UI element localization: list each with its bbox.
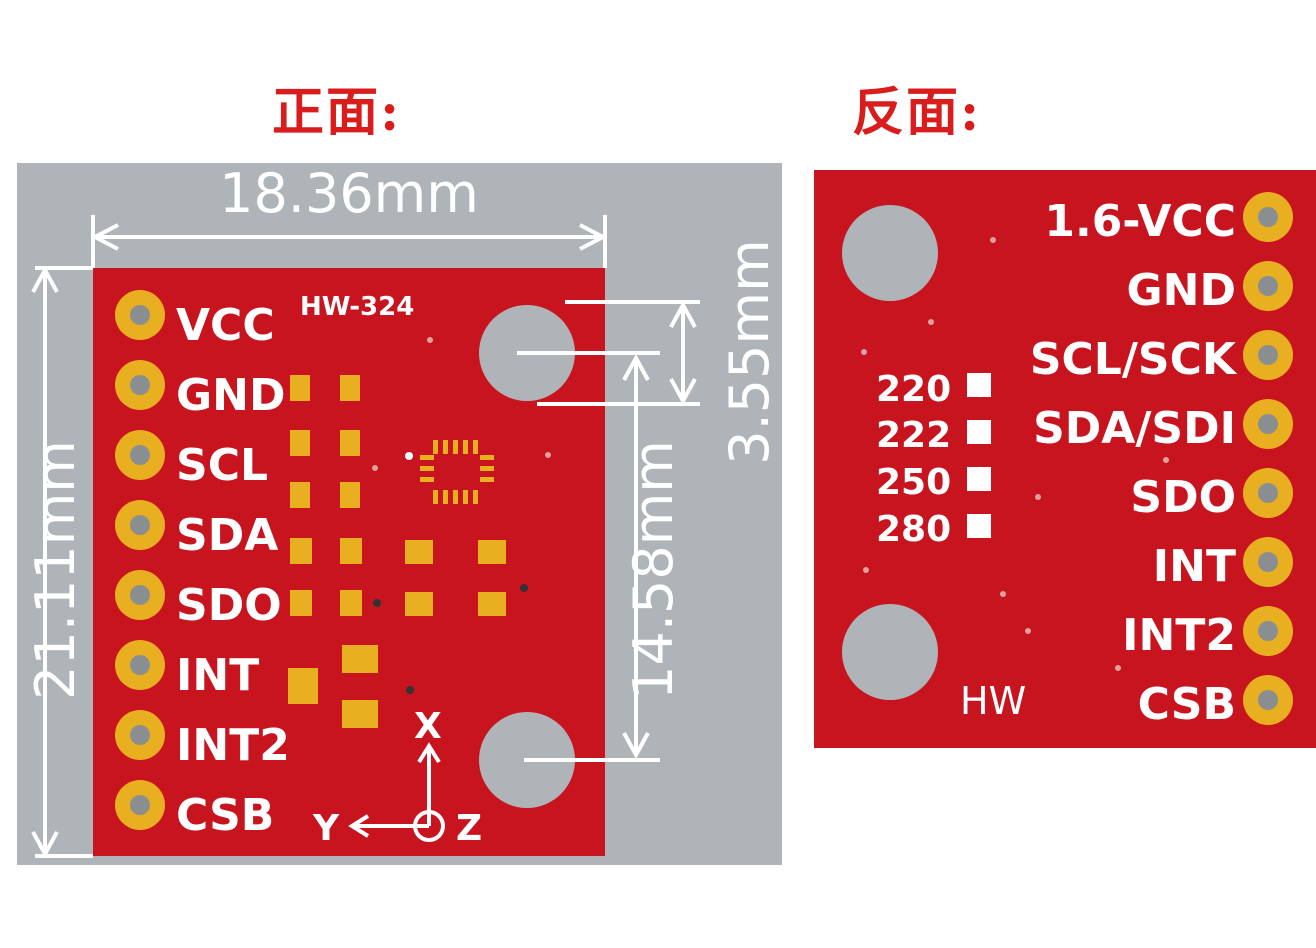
back-pin-label-scl: SCL/SCK — [1030, 334, 1238, 385]
front-pin-label-sda: SDA — [176, 510, 278, 561]
dimension-height: 21.11mm — [24, 440, 87, 700]
front-pin-label-gnd: GND — [176, 370, 285, 421]
front-pin-label-int: INT — [176, 650, 259, 701]
front-pin-label-csb: CSB — [176, 790, 274, 841]
back-side-title: 反面: — [852, 82, 982, 143]
dimension-lines — [31, 215, 700, 859]
variant-label-280: 280 — [876, 509, 951, 550]
back-header-pad-hole — [1258, 345, 1278, 365]
dimension-width: 18.36mm — [219, 162, 479, 225]
front-header-pad-hole — [130, 585, 150, 605]
vias — [372, 237, 1169, 694]
axis-label-y: Y — [312, 808, 340, 849]
back-pin-label-gnd: GND — [1127, 265, 1236, 316]
front-header-pad-hole — [130, 515, 150, 535]
back-logo-text: HW — [960, 679, 1026, 723]
sensor-chip-footprint — [420, 440, 494, 504]
front-pin-label-int2: INT2 — [176, 720, 290, 771]
back-pin-label-vcc: 1.6-VCC — [1044, 196, 1236, 247]
back-pin-label-sda: SDA/SDI — [1033, 403, 1236, 454]
front-header-pad-hole — [130, 795, 150, 815]
front-side-title: 正面: — [272, 82, 402, 143]
back-pin-label-int: INT — [1153, 541, 1236, 592]
axis-label-x: X — [414, 706, 442, 747]
front-header-pad-hole — [130, 655, 150, 675]
axis-symbol — [348, 742, 445, 842]
smd-pads — [288, 375, 506, 728]
back-header-pad-hole — [1258, 276, 1278, 296]
back-header-pad-hole — [1258, 552, 1278, 572]
variant-select-boxes — [967, 373, 991, 538]
back-header-pad-hole — [1258, 690, 1278, 710]
back-pin-label-sdo: SDO — [1130, 472, 1236, 523]
variant-label-250: 250 — [876, 462, 951, 503]
back-pin-label-int2: INT2 — [1122, 610, 1236, 661]
variant-label-222: 222 — [876, 415, 951, 456]
back-mounting-hole-top — [842, 205, 938, 301]
front-pin-label-scl: SCL — [176, 440, 268, 491]
dimension-hole-diameter: 3.55mm — [718, 239, 781, 464]
variant-label-220: 220 — [876, 369, 951, 410]
pin1-marker-dot — [405, 452, 413, 460]
back-pin-label-csb: CSB — [1138, 679, 1236, 730]
front-header-pad-hole — [130, 725, 150, 745]
board-model-label: HW-324 — [300, 292, 414, 322]
back-header-pad-hole — [1258, 483, 1278, 503]
axis-label-z: Z — [456, 808, 482, 849]
back-mounting-hole-bottom — [842, 604, 938, 700]
dimension-hole-spacing: 14.58mm — [622, 440, 685, 700]
front-pin-label-sdo: SDO — [176, 580, 282, 631]
back-header-pad-hole — [1258, 414, 1278, 434]
front-header-pad-hole — [130, 375, 150, 395]
front-header-pad-hole — [130, 305, 150, 325]
back-header-pad-hole — [1258, 621, 1278, 641]
front-pin-label-vcc: VCC — [176, 300, 275, 351]
back-header-pad-hole — [1258, 207, 1278, 227]
front-header-pad-hole — [130, 445, 150, 465]
